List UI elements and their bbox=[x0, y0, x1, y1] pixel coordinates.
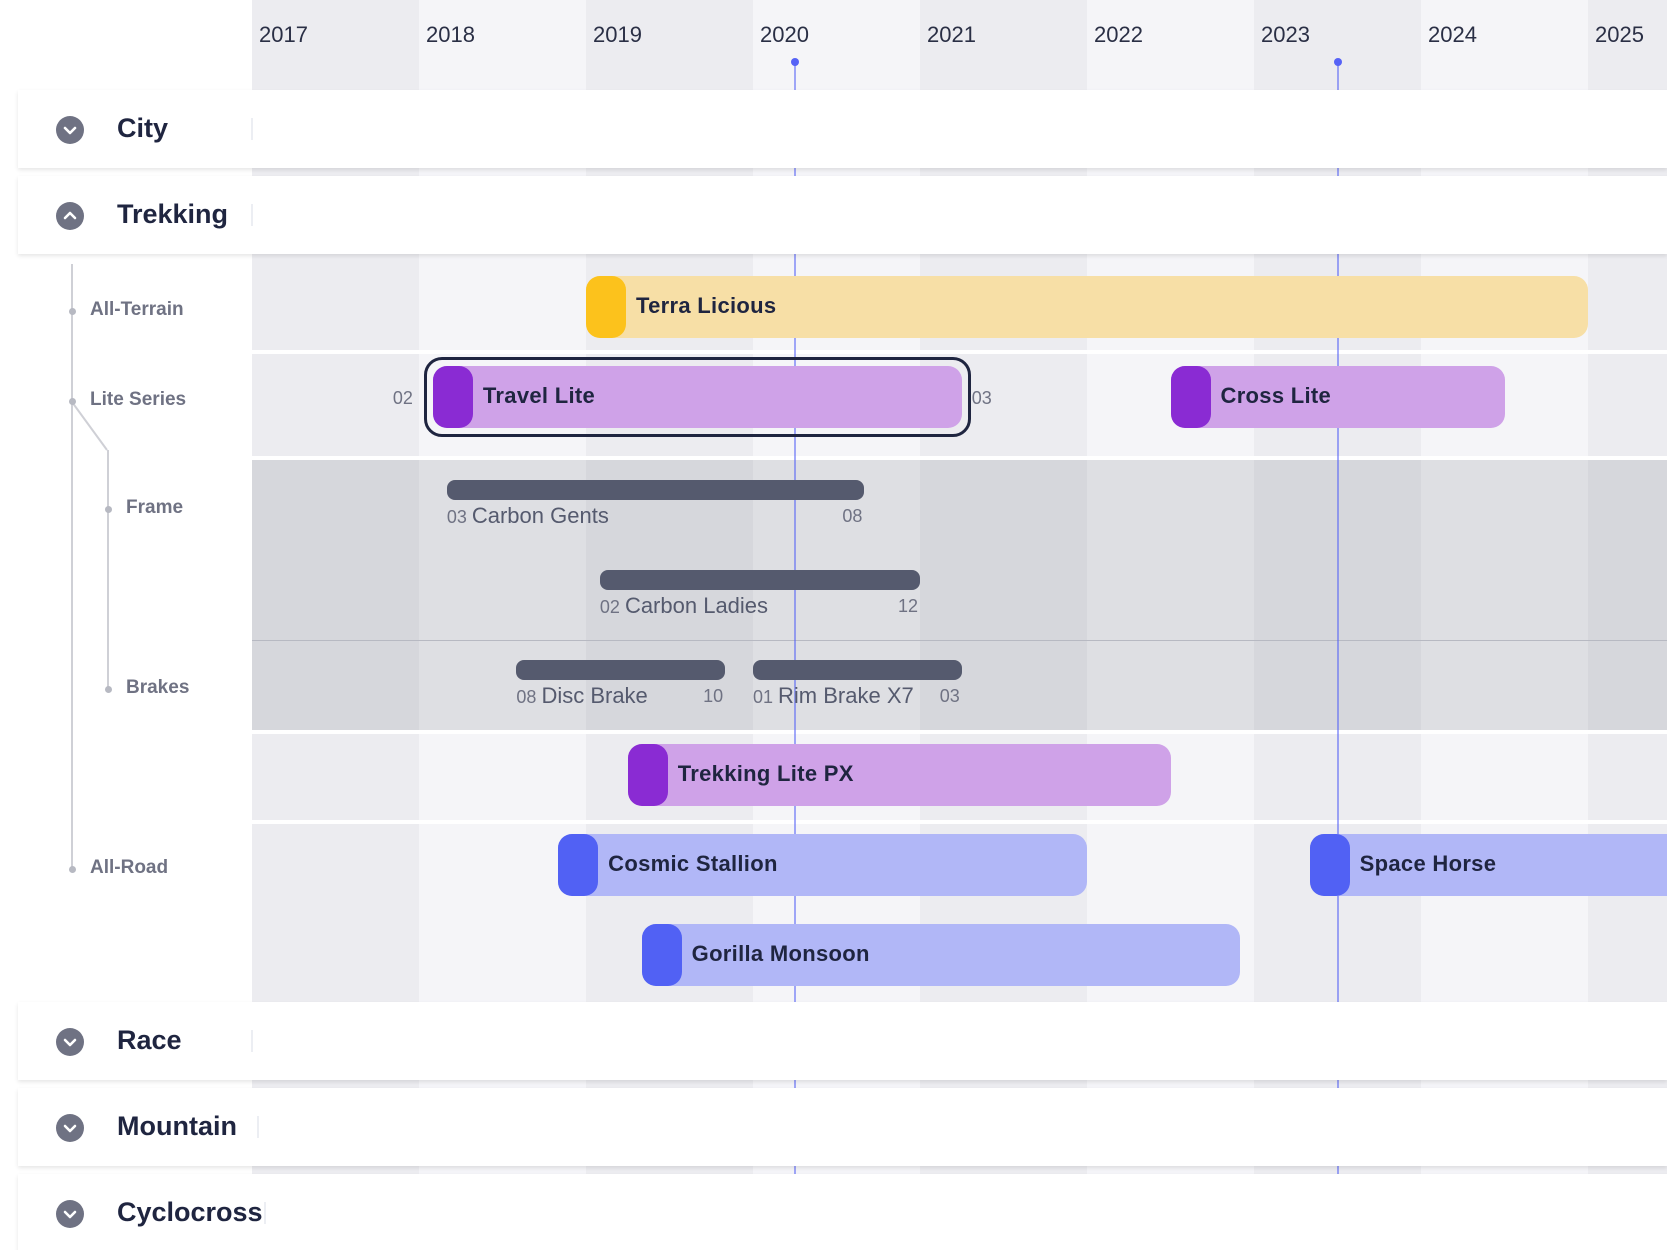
task-start-month: 03 bbox=[446, 507, 472, 527]
bar-label: Terra Licious bbox=[636, 293, 777, 318]
bar-cosmic-stallion[interactable]: Cosmic Stallion bbox=[558, 834, 1087, 896]
task-bar-carbon-gents[interactable] bbox=[446, 480, 865, 500]
tree-node-icon bbox=[105, 686, 112, 693]
bar-label: Space Horse bbox=[1359, 851, 1497, 876]
header-separator bbox=[257, 1116, 259, 1138]
bar-label: Travel Lite bbox=[482, 383, 596, 408]
task-start-month: 02 bbox=[599, 597, 625, 617]
bar-label: Cosmic Stallion bbox=[608, 851, 778, 876]
year-label: 2018 bbox=[426, 22, 475, 47]
row-label-brakes[interactable]: Brakes bbox=[126, 677, 190, 698]
bar-handle[interactable] bbox=[641, 924, 682, 986]
task-label: 08 Disc Brake bbox=[516, 683, 648, 708]
group-header-cyclocross[interactable]: Cyclocross bbox=[18, 1174, 1667, 1250]
tree-node-icon bbox=[69, 398, 76, 405]
task-label: 01 Rim Brake X7 bbox=[753, 683, 914, 708]
row-label-all-road[interactable]: All-Road bbox=[90, 857, 169, 878]
task-start-month: 01 bbox=[753, 687, 779, 707]
chevron-down-icon[interactable] bbox=[56, 1200, 84, 1228]
year-label: 2017 bbox=[259, 22, 308, 47]
task-bar-disc-brake[interactable] bbox=[516, 660, 726, 680]
chevron-down-icon[interactable] bbox=[56, 116, 84, 144]
tree-line bbox=[107, 450, 109, 690]
year-label: 2019 bbox=[593, 22, 642, 47]
row-divider bbox=[252, 350, 1667, 354]
bar-handle[interactable] bbox=[558, 834, 599, 896]
group-title: Mountain bbox=[117, 1111, 237, 1141]
tree-node-icon bbox=[105, 506, 112, 513]
header-separator bbox=[251, 204, 253, 226]
row-divider bbox=[252, 640, 1667, 641]
bar-terra-licious[interactable]: Terra Licious bbox=[586, 276, 1588, 338]
row-label-frame[interactable]: Frame bbox=[126, 497, 184, 518]
bar-handle[interactable] bbox=[1309, 834, 1350, 896]
group-header-race[interactable]: Race bbox=[18, 1002, 1667, 1080]
header-separator bbox=[251, 118, 253, 140]
tree-branch bbox=[71, 401, 108, 451]
brakes-row-band bbox=[252, 641, 1667, 731]
bar-travel-lite[interactable]: Travel Lite bbox=[432, 366, 962, 428]
task-label: 03 Carbon Gents bbox=[446, 503, 609, 528]
marker-line bbox=[793, 62, 796, 1212]
year-label: 2021 bbox=[927, 22, 976, 47]
task-start-month: 08 bbox=[516, 687, 542, 707]
bar-label: Cross Lite bbox=[1220, 383, 1332, 408]
tree-line bbox=[71, 264, 73, 870]
group-title: Cyclocross bbox=[117, 1197, 263, 1227]
year-label: 2020 bbox=[760, 22, 809, 47]
header-separator bbox=[264, 1202, 266, 1224]
group-header-trekking[interactable]: Trekking bbox=[18, 176, 1667, 254]
chevron-down-icon[interactable] bbox=[56, 1028, 84, 1056]
marker-line bbox=[1336, 62, 1339, 1212]
chevron-down-icon[interactable] bbox=[56, 1114, 84, 1142]
tree-node-icon bbox=[69, 308, 76, 315]
year-label: 2024 bbox=[1428, 22, 1477, 47]
group-header-mountain[interactable]: Mountain bbox=[18, 1088, 1667, 1166]
selection-outline bbox=[423, 357, 971, 437]
bar-end-month: 03 bbox=[971, 388, 992, 408]
bar-space-horse[interactable]: Space Horse bbox=[1309, 834, 1667, 896]
chevron-up-icon[interactable] bbox=[56, 202, 84, 230]
year-label: 2025 bbox=[1595, 22, 1644, 47]
row-divider bbox=[252, 730, 1667, 734]
bar-handle[interactable] bbox=[627, 744, 668, 806]
row-label-all-terrain[interactable]: All-Terrain bbox=[90, 299, 184, 320]
bar-handle[interactable] bbox=[1170, 366, 1211, 428]
group-title: Trekking bbox=[117, 199, 229, 229]
task-end-month: 03 bbox=[939, 686, 960, 706]
task-bar-rim-brake-x7[interactable] bbox=[753, 660, 962, 680]
group-header-city[interactable]: City bbox=[18, 90, 1667, 168]
bar-cross-lite[interactable]: Cross Lite bbox=[1170, 366, 1505, 428]
task-end-month: 12 bbox=[898, 596, 919, 616]
task-bar-carbon-ladies[interactable] bbox=[599, 570, 920, 590]
task-end-month: 10 bbox=[703, 686, 724, 706]
year-label: 2022 bbox=[1094, 22, 1143, 47]
group-title: City bbox=[117, 113, 169, 143]
group-title: Race bbox=[117, 1025, 182, 1055]
header-separator bbox=[251, 1030, 253, 1052]
task-end-month: 08 bbox=[842, 506, 863, 526]
bar-gorilla-monsoon[interactable]: Gorilla Monsoon bbox=[641, 924, 1241, 986]
tree-node-icon bbox=[69, 866, 76, 873]
bar-trekking-lite-px[interactable]: Trekking Lite PX bbox=[627, 744, 1171, 806]
bar-handle[interactable] bbox=[586, 276, 626, 338]
row-divider bbox=[252, 820, 1667, 824]
bar-label: Gorilla Monsoon bbox=[691, 941, 870, 966]
year-label: 2023 bbox=[1261, 22, 1310, 47]
bar-start-month: 02 bbox=[392, 388, 413, 408]
row-label-lite-series[interactable]: Lite Series bbox=[90, 389, 187, 410]
bar-handle[interactable] bbox=[432, 366, 473, 428]
bar-label: Trekking Lite PX bbox=[677, 761, 854, 786]
task-label: 02 Carbon Ladies bbox=[599, 593, 769, 618]
row-divider bbox=[252, 456, 1667, 460]
